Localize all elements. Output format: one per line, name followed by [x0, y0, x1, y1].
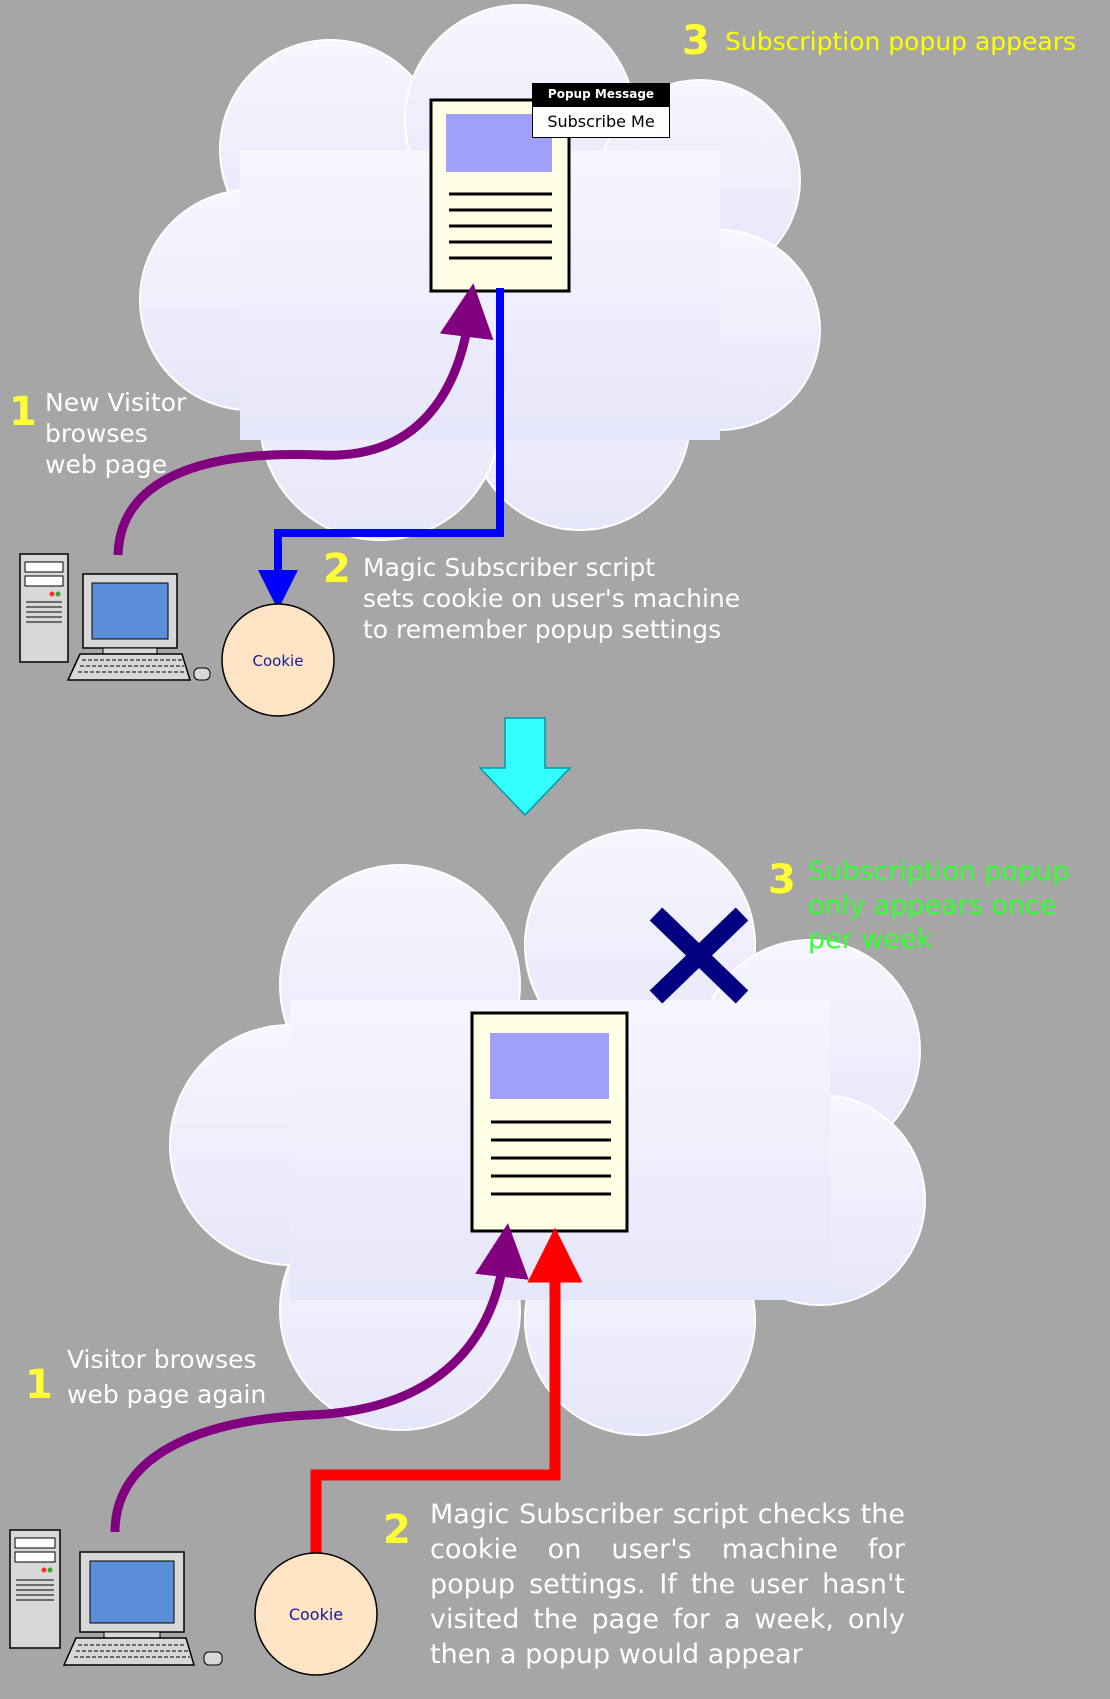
step-1-label-line: web page [45, 450, 168, 479]
step-2-label-line: to remember popup settings [363, 615, 722, 644]
cookie-label: Cookie [288, 1605, 344, 1624]
blue-arrow [258, 288, 504, 610]
step-number: 1 [25, 1362, 53, 1408]
web-page-icon [470, 1011, 629, 1233]
step-1-label-line: browses [45, 419, 148, 448]
red-arrow [310, 1227, 583, 1556]
step-2-label-line: sets cookie on user's machine [363, 584, 741, 613]
cloud-icon [139, 4, 821, 541]
step-number: 2 [323, 546, 351, 592]
step-1-label-line: web page again [67, 1380, 267, 1409]
cookie-label: Cookie [252, 652, 304, 670]
cross-icon [649, 907, 749, 1004]
step-3-label-line: only appears once [808, 890, 1057, 921]
step-3-label-line: Subscription popup [808, 856, 1070, 887]
step-2-label: Magic Subscriber script checks the cooki… [430, 1499, 905, 1670]
step-number: 1 [9, 389, 37, 435]
step-number: 3 [682, 18, 710, 64]
purple-arrow [113, 283, 494, 556]
computer-icon [9, 1529, 223, 1666]
down-arrow-icon [478, 717, 572, 817]
purple-arrow [110, 1223, 529, 1533]
cookie-icon [254, 1552, 378, 1676]
computer-icon [19, 553, 211, 681]
step-number: 3 [768, 857, 796, 903]
step-3-label-line: per week [808, 924, 933, 955]
step-1-label-line: New Visitor [45, 388, 187, 417]
step-number: 2 [383, 1507, 411, 1553]
popup-title: Popup Message [532, 83, 670, 106]
step-2-label-line: Magic Subscriber script [363, 553, 656, 582]
cookie-icon [221, 603, 335, 717]
subscribe-button[interactable]: Subscribe Me [532, 106, 670, 138]
step-3-label: Subscription popup appears [725, 27, 1077, 56]
step-1-label-line: Visitor browses [67, 1345, 257, 1374]
